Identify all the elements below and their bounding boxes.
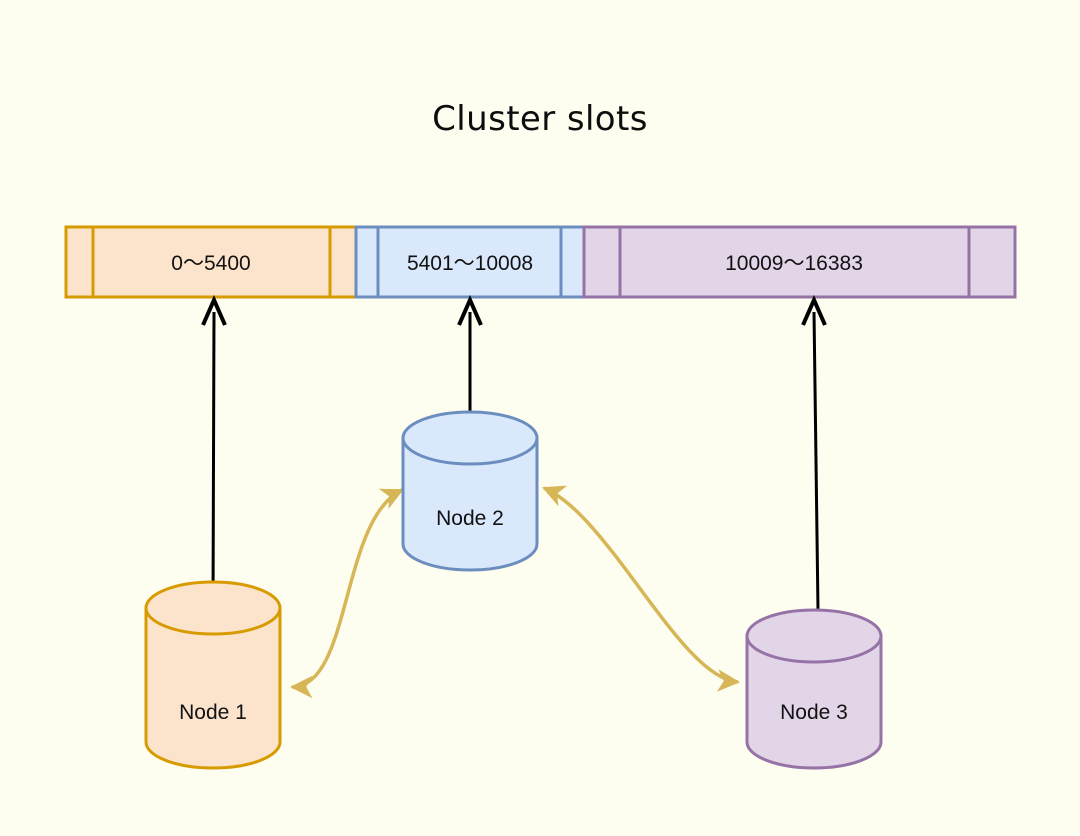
arrow-head-open (457, 295, 483, 326)
node-2-top-ellipse (401, 410, 539, 466)
node-2-body (401, 436, 539, 572)
link-node1-node2[interactable] (289, 488, 404, 699)
slot-segment-purple[interactable]: 10009～16383 (582, 225, 1017, 299)
slot-segment-purple-label: 10009～16383 (725, 252, 863, 275)
slot-segment-orange-label: 0～5400 (171, 252, 250, 275)
arrow-shaft (812, 311, 820, 611)
slot-assignment-arrows (201, 295, 827, 611)
arrow-head-open (801, 295, 827, 326)
slot-segment-blue-label: 5401～10008 (407, 252, 533, 275)
node-1-label: Node 1 (179, 701, 247, 724)
slot-segment-purple-body (582, 225, 1017, 299)
node-1-body (144, 606, 282, 770)
node-1-cylinder[interactable]: Node 1 (144, 580, 282, 770)
cluster-slot-bar: 0～5400 5401～10008 10009～16383 (64, 225, 1017, 299)
arrow-head-open (201, 295, 227, 326)
arrow-node2-to-slots[interactable] (457, 295, 483, 412)
slot-segment-orange-body (64, 225, 358, 299)
node-2-cylinder[interactable]: Node 2 (401, 410, 539, 572)
node-3-label: Node 3 (780, 701, 848, 724)
arrow-node3-to-slots[interactable] (801, 295, 827, 611)
node-3-top-ellipse (745, 608, 883, 664)
node-3-cylinder[interactable]: Node 3 (745, 608, 883, 770)
slot-segment-blue[interactable]: 5401～10008 (354, 225, 586, 299)
node-1-top-ellipse (144, 580, 282, 636)
slot-segment-orange[interactable]: 0～5400 (64, 225, 358, 299)
arrow-shaft (211, 311, 216, 609)
page-title: Cluster slots (432, 99, 648, 139)
node-3-body (745, 634, 883, 770)
gossip-links (289, 485, 741, 699)
link-node2-node3[interactable] (542, 485, 741, 692)
node-2-label: Node 2 (436, 507, 504, 530)
arrow-node1-to-slots[interactable] (201, 295, 227, 609)
